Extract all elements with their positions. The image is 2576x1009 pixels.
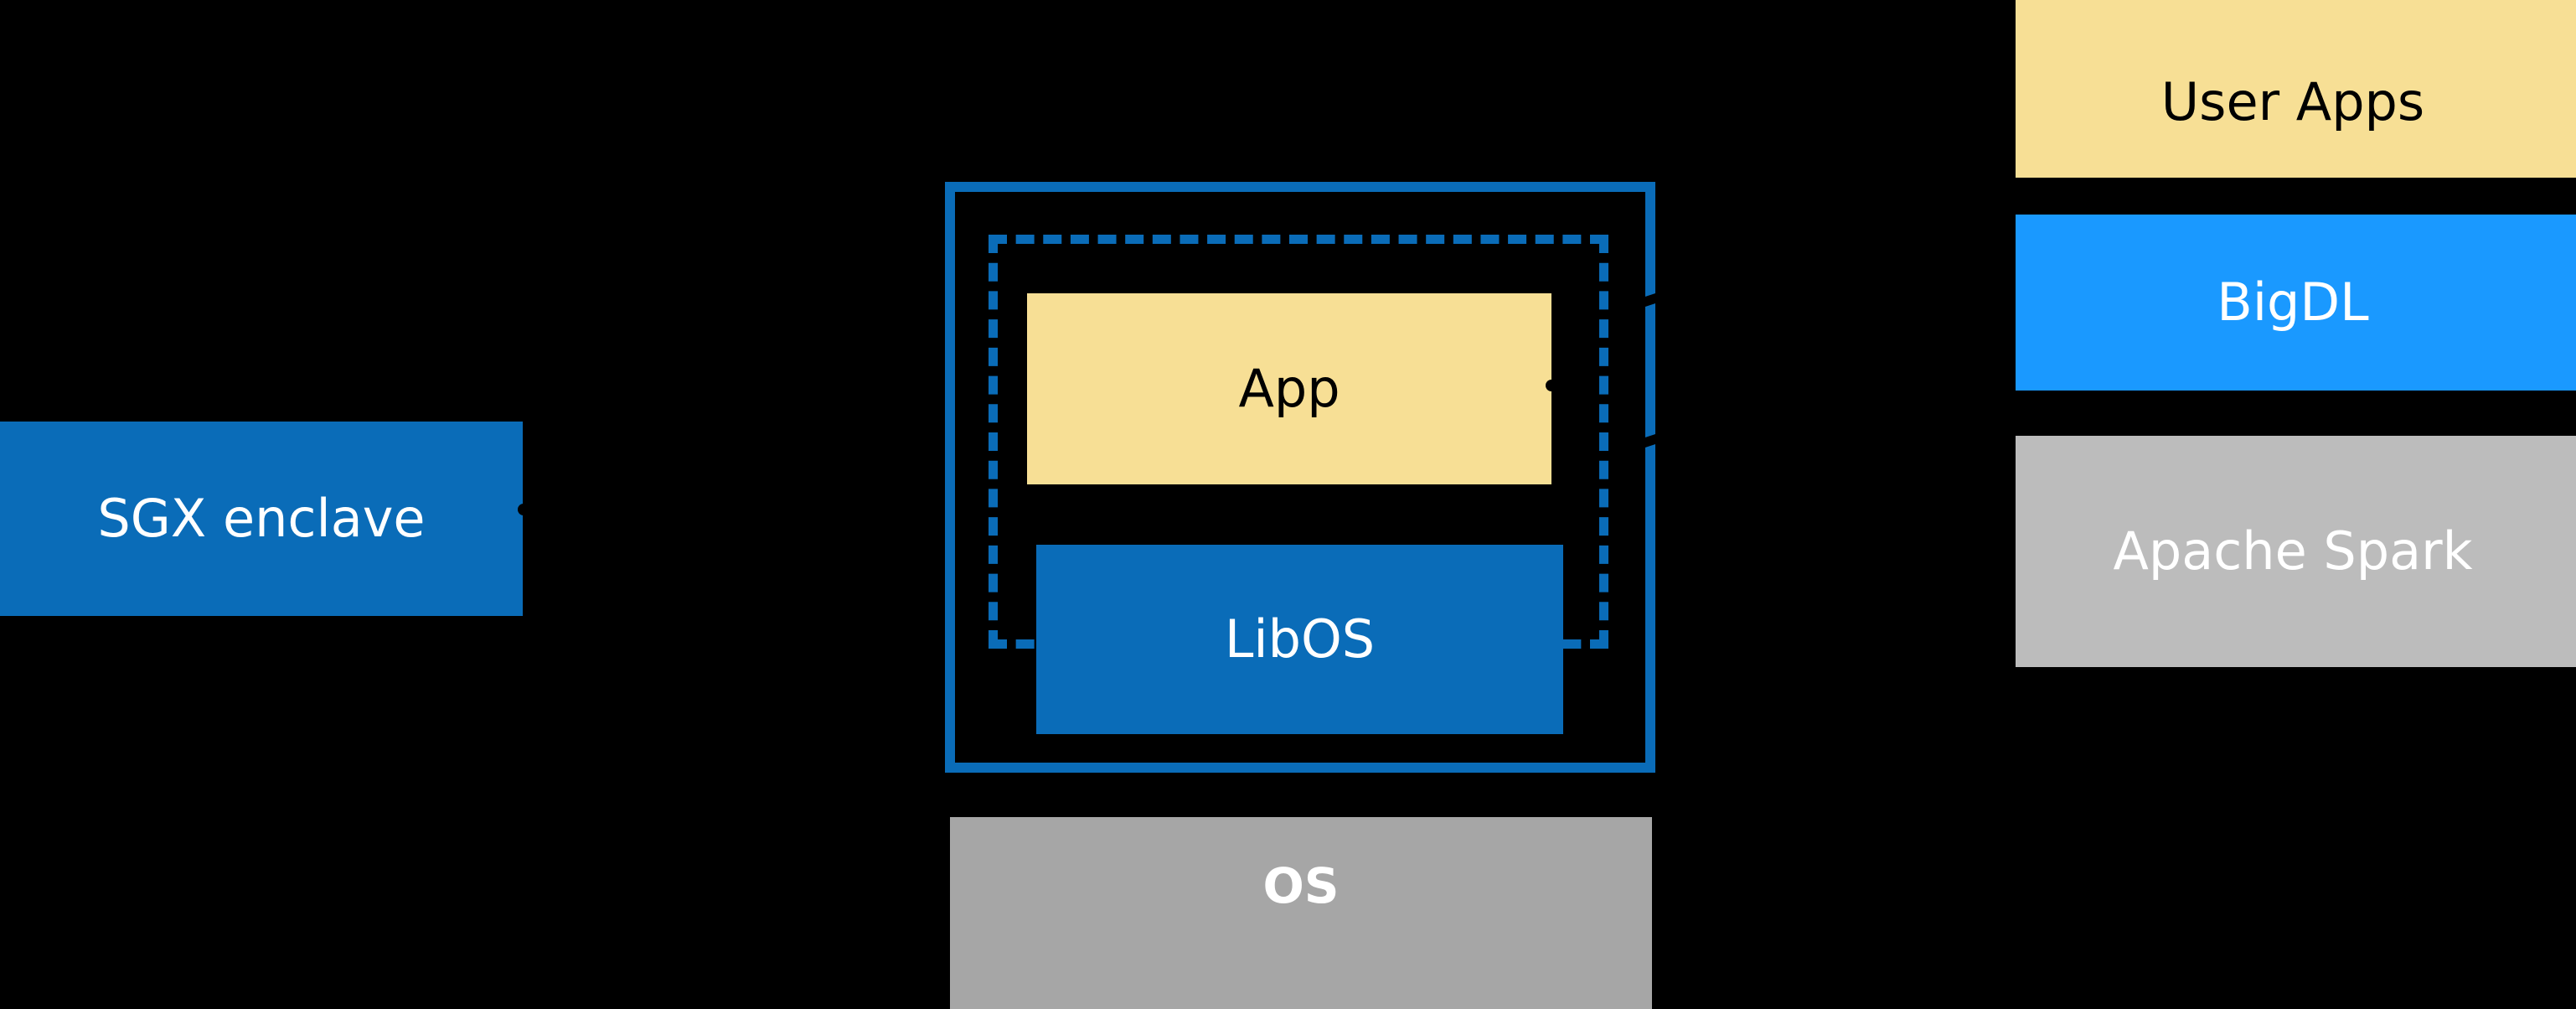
libos-label: LibOS — [1224, 608, 1376, 670]
libos-box[interactable]: LibOS — [1036, 545, 1563, 734]
app-label: App — [1238, 358, 1340, 420]
app-box[interactable]: App — [1027, 293, 1551, 484]
app-connector-endpoint-dot — [1546, 380, 1557, 391]
enclave-container-outline — [945, 182, 1655, 773]
user-apps-label: User Apps — [2160, 70, 2425, 132]
user-apps-box[interactable]: User Apps — [2016, 0, 2576, 178]
apache-spark-box[interactable]: Apache Spark — [2016, 436, 2576, 667]
sgx-connector-endpoint-dot — [518, 504, 529, 515]
os-box[interactable]: OS — [950, 817, 1652, 1009]
os-label: OS — [1262, 857, 1340, 914]
sgx-enclave-box[interactable]: SGX enclave — [0, 422, 523, 616]
bigdl-box[interactable]: BigDL — [2016, 215, 2576, 391]
bigdl-label: BigDL — [2217, 272, 2369, 334]
apache-spark-label: Apache Spark — [2113, 520, 2473, 582]
sgx-enclave-label: SGX enclave — [97, 488, 426, 550]
